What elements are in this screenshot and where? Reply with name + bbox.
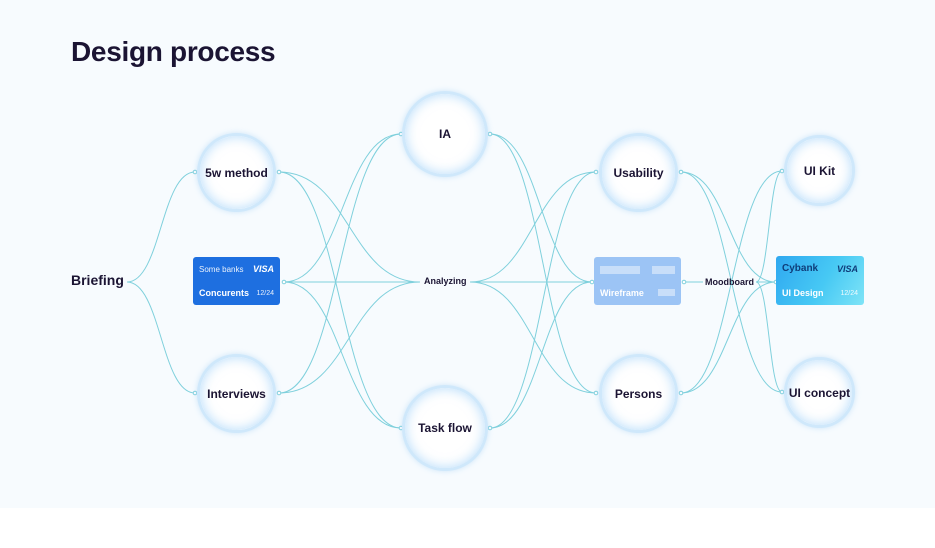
connector-line xyxy=(469,281,597,394)
connector-dot xyxy=(276,390,282,396)
node-ui-kit[interactable]: UI Kit xyxy=(784,135,855,206)
connector-line xyxy=(126,171,196,283)
card-ui-design[interactable]: Cybank VISA UI Design 12/24 xyxy=(776,256,864,305)
node-task-flow[interactable]: Task flow xyxy=(402,385,488,471)
connector-dot xyxy=(593,390,599,396)
connector-dot xyxy=(779,168,785,174)
connection-lines xyxy=(126,131,785,431)
node-persons[interactable]: Persons xyxy=(599,354,678,433)
connector-line xyxy=(489,281,593,429)
visa-logo-icon: VISA xyxy=(252,264,274,274)
connector-dot xyxy=(487,425,493,431)
diagram-canvas: Design process Briefing Analyzing Moodbo… xyxy=(71,36,864,471)
node-task-flow-label: Task flow xyxy=(418,421,472,435)
connector-dot xyxy=(281,279,287,285)
wireframe-placeholder-bar xyxy=(600,266,640,274)
node-ia[interactable]: IA xyxy=(402,91,488,177)
connector-dot xyxy=(487,131,493,137)
node-ui-kit-label: UI Kit xyxy=(803,163,836,178)
visa-logo-icon: VISA xyxy=(836,264,858,274)
connector-dot xyxy=(678,169,684,175)
connector-dot xyxy=(276,169,282,175)
card-concurents-date: 12/24 xyxy=(256,290,274,297)
node-ia-label: IA xyxy=(439,127,451,141)
connector-line xyxy=(680,170,783,394)
node-moodboard[interactable]: Moodboard xyxy=(705,277,754,287)
node-persons-label: Persons xyxy=(614,386,663,401)
node-usability[interactable]: Usability xyxy=(599,133,678,212)
connector-line xyxy=(489,171,597,429)
page-title: Design process xyxy=(71,36,276,67)
connector-line xyxy=(755,281,783,393)
connector-dot xyxy=(779,389,785,395)
connector-dot xyxy=(681,279,687,285)
connector-line xyxy=(489,133,593,283)
card-concurents-label: Concurents xyxy=(199,288,250,298)
node-usability-label: Usability xyxy=(613,165,664,180)
connector-line xyxy=(755,170,783,283)
connector-line xyxy=(680,171,777,283)
wireframe-placeholder-bar xyxy=(652,266,675,274)
connector-dot xyxy=(589,279,595,285)
connector-line xyxy=(489,133,597,394)
node-ui-concept-label: UI concept xyxy=(788,385,851,400)
connector-line xyxy=(680,281,777,394)
connector-line xyxy=(283,281,402,429)
card-wireframe-label: Wireframe xyxy=(600,288,644,298)
node-5w-method[interactable]: 5w method xyxy=(197,133,276,212)
node-5w-method-label: 5w method xyxy=(205,165,268,180)
connector-line xyxy=(283,133,402,283)
connector-dot xyxy=(192,390,198,396)
card-ui-design-date: 12/24 xyxy=(840,290,858,297)
connector-dot xyxy=(593,169,599,175)
wireframe-placeholder-bar xyxy=(658,289,675,296)
connector-line xyxy=(469,171,597,283)
connector-dot xyxy=(192,169,198,175)
card-ui-design-bank: Cybank xyxy=(782,263,819,274)
node-briefing[interactable]: Briefing xyxy=(71,272,124,288)
connector-dot xyxy=(678,390,684,396)
connector-line xyxy=(278,171,402,429)
node-analyzing[interactable]: Analyzing xyxy=(424,276,467,286)
node-ui-concept[interactable]: UI concept xyxy=(784,357,855,428)
card-ui-design-label: UI Design xyxy=(782,288,824,298)
connector-line xyxy=(278,133,402,394)
node-interviews[interactable]: Interviews xyxy=(197,354,276,433)
node-interviews-label: Interviews xyxy=(207,386,266,401)
connector-line xyxy=(278,171,421,283)
connector-line xyxy=(126,281,196,394)
card-concurents-bank: Some banks xyxy=(199,265,244,274)
card-concurents[interactable]: Some banks VISA Concurents 12/24 xyxy=(193,257,280,305)
card-wireframe[interactable]: Wireframe xyxy=(594,257,681,305)
